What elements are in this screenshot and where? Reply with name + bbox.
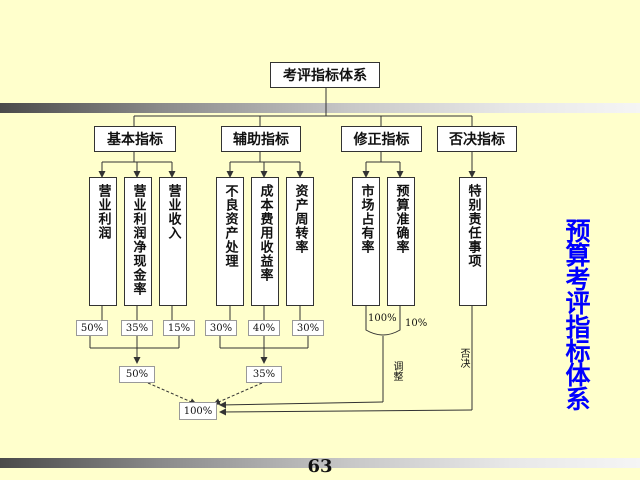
label-adjust: 调整 [391, 361, 402, 381]
indicator-profit-net-cash-rate: 营业利润净现金率 [124, 177, 152, 306]
indicator-special-liability: 特别责任事项 [459, 177, 487, 306]
category-basic: 基本指标 [94, 126, 176, 152]
weight-basic-2: 35% [121, 320, 153, 336]
label-veto: 否决 [458, 348, 469, 368]
category-veto: 否决指标 [437, 126, 517, 152]
top-gradient-bar [0, 103, 640, 113]
weight-aux-group: 35% [246, 366, 282, 383]
category-auxiliary: 辅助指标 [221, 126, 301, 152]
total-weight: 100% [179, 402, 217, 420]
weight-aux-2: 40% [248, 320, 280, 336]
weight-aux-3: 30% [292, 320, 324, 336]
indicator-market-share: 市场占有率 [352, 177, 380, 306]
category-correction: 修正指标 [341, 126, 422, 152]
indicator-cost-expense-return: 成本费用收益率 [251, 177, 279, 306]
bottom-gradient-bar [0, 458, 640, 468]
side-title: 预算考评指标体系 [562, 218, 591, 410]
indicator-operating-revenue: 营业收入 [159, 177, 187, 306]
weight-basic-group: 50% [119, 366, 155, 383]
root-node: 考评指标体系 [270, 62, 380, 88]
weight-basic-3: 15% [163, 320, 195, 336]
weight-basic-1: 50% [76, 320, 108, 336]
indicator-budget-accuracy: 预算准确率 [387, 177, 415, 306]
indicator-bad-asset-disposal: 不良资产处理 [216, 177, 244, 306]
weight-correction-left: 100% [368, 313, 397, 324]
page-number: 63 [307, 456, 333, 477]
weight-correction-right: 10% [405, 318, 428, 329]
indicator-operating-profit: 营业利润 [89, 177, 117, 306]
indicator-asset-turnover: 资产周转率 [286, 177, 314, 306]
weight-aux-1: 30% [205, 320, 237, 336]
